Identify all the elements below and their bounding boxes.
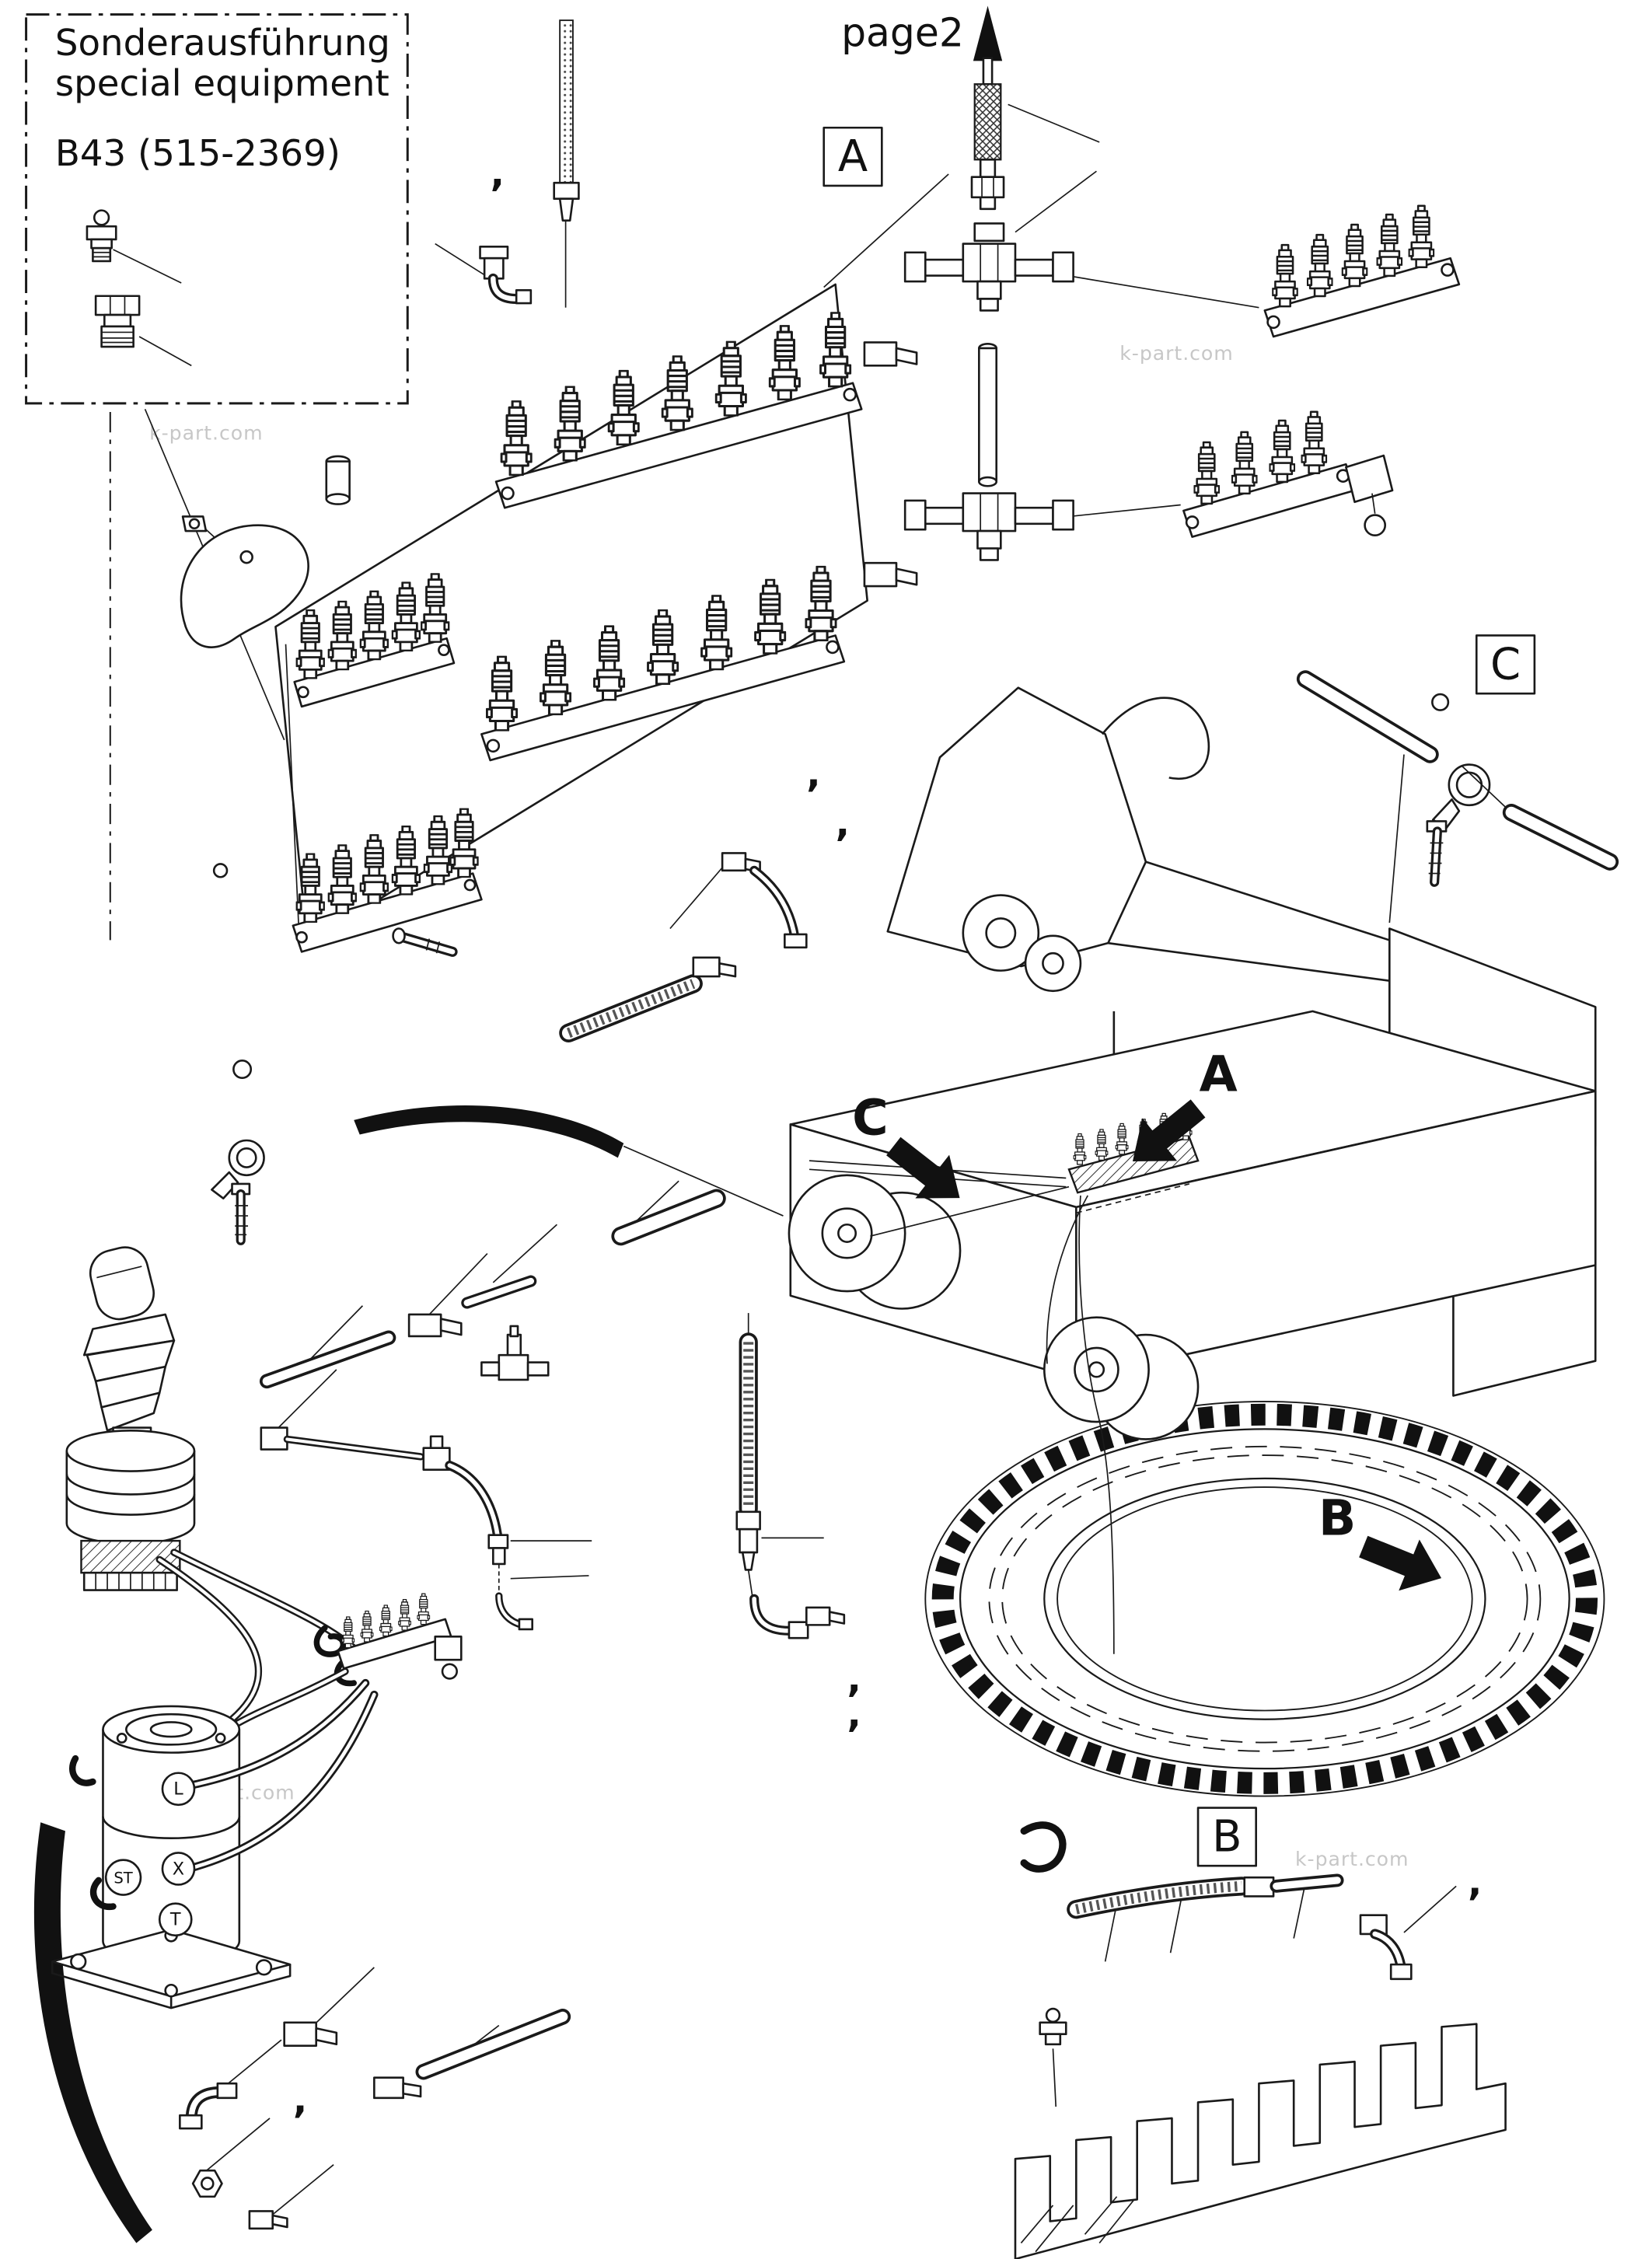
page2-arrow-icon bbox=[973, 5, 1003, 61]
watermark-text: k-part.com bbox=[1295, 1848, 1409, 1870]
manifold-top-right-2 bbox=[1182, 410, 1394, 538]
comma-marker: , bbox=[806, 752, 820, 796]
port-st: ST bbox=[104, 1859, 142, 1896]
manifold-plate-row1 bbox=[494, 312, 863, 509]
section-b-hardware bbox=[1014, 1821, 1507, 2259]
ring-gear-tooth-segment bbox=[1014, 2023, 1507, 2259]
cross-fitting-upper bbox=[903, 243, 1074, 312]
elbow-fitting-small bbox=[479, 245, 533, 305]
comma-marker: , bbox=[1468, 1861, 1482, 1905]
section-marker-a: A bbox=[823, 126, 883, 187]
banjo-pipe-assembly bbox=[721, 852, 808, 949]
special-equipment-title-de: Sonderausführung bbox=[55, 23, 390, 65]
section-marker-b: B bbox=[1196, 1807, 1257, 1867]
coupler-fitting-1 bbox=[863, 341, 918, 367]
manifold-plate-row2 bbox=[293, 573, 456, 708]
mini-manifold bbox=[228, 1593, 463, 1730]
manifold-plate-row3 bbox=[480, 565, 846, 762]
port-x: X bbox=[161, 1852, 196, 1886]
cross-fitting-lower bbox=[903, 492, 1074, 561]
lever-plate-outline bbox=[180, 515, 309, 648]
location-callout-a: A bbox=[1115, 1046, 1238, 1183]
callout-a-label: A bbox=[1200, 1046, 1238, 1103]
pointer-swoosh-upper bbox=[354, 1105, 624, 1158]
port-x-label: X bbox=[173, 1859, 184, 1879]
port-st-label: ST bbox=[114, 1870, 133, 1887]
clamp-left bbox=[211, 1060, 265, 1245]
comma-marker: , bbox=[491, 152, 505, 195]
section-marker-c: C bbox=[1475, 634, 1536, 695]
watermarks: k-part.com k-part.com k-part.com k-part.… bbox=[149, 342, 1409, 1870]
mounting-plate-assembly bbox=[180, 19, 868, 957]
section-marker-b-label: B bbox=[1212, 1812, 1242, 1863]
manifold-plate-row4 bbox=[292, 808, 483, 953]
elbow-fitting-bottom-left bbox=[179, 2082, 238, 2130]
port-l: L bbox=[161, 1772, 196, 1807]
page-reference: page2 bbox=[841, 10, 964, 56]
callout-b-label: B bbox=[1318, 1489, 1356, 1547]
callout-c-label: C bbox=[852, 1089, 889, 1147]
section-marker-c-label: C bbox=[1490, 639, 1521, 690]
comma-marker: , bbox=[836, 801, 850, 845]
location-callout-c: C bbox=[852, 1089, 977, 1220]
section-marker-a-label: A bbox=[838, 131, 868, 182]
cartridge-icon bbox=[325, 455, 351, 505]
pointer-swoosh-lower bbox=[33, 1822, 152, 2243]
grease-nipple-icon bbox=[86, 209, 117, 263]
bottom-left-fittings bbox=[179, 2009, 571, 2230]
watermark-text: k-part.com bbox=[149, 422, 263, 445]
port-t-label: T bbox=[169, 1910, 181, 1930]
part-code: B43 (515-2369) bbox=[55, 133, 341, 175]
mid-fittings bbox=[559, 341, 918, 1043]
clamp-section-c bbox=[1296, 670, 1619, 887]
comma-markers: , , , , , , , bbox=[293, 152, 1483, 2122]
manifold-top-right-1 bbox=[1263, 204, 1461, 338]
grease-nipple-b bbox=[1039, 2007, 1067, 2046]
tee-valve bbox=[480, 1325, 550, 1381]
comma-marker: , bbox=[293, 2078, 307, 2121]
port-l-label: L bbox=[173, 1779, 183, 1800]
rod-and-cross bbox=[260, 1426, 534, 1631]
speckled-hose-vertical-top bbox=[553, 19, 580, 308]
watermark-text: k-part.com bbox=[1119, 342, 1233, 365]
special-equipment-title-en: special equipment bbox=[55, 63, 389, 105]
location-callout-b: B bbox=[1318, 1489, 1452, 1604]
center-bottom-hose bbox=[735, 1313, 846, 1639]
left-center-assembly bbox=[259, 1189, 726, 1631]
speckled-hose-diagonal bbox=[559, 956, 737, 1043]
page2-hose-assembly bbox=[903, 5, 1074, 561]
rope-pulleys-right bbox=[1043, 1316, 1200, 1440]
plug-fitting-icon bbox=[94, 295, 141, 348]
special-equipment-box: Sonderausführung special equipment B43 (… bbox=[25, 13, 409, 405]
comma-marker: , bbox=[847, 1657, 861, 1701]
joystick-control bbox=[65, 1246, 364, 1723]
swivel-joint: L X ST T bbox=[51, 1678, 379, 2009]
coupler-fitting-2 bbox=[863, 561, 918, 588]
elbow-fitting-b bbox=[1359, 1914, 1413, 1981]
comma-marker: , bbox=[847, 1692, 861, 1736]
carriage-assembly bbox=[788, 686, 1597, 1654]
port-t: T bbox=[158, 1902, 193, 1937]
rope-pulleys-left bbox=[788, 1174, 962, 1310]
bolt-icon bbox=[392, 927, 458, 957]
slewing-ring-gear bbox=[924, 1401, 1605, 1797]
